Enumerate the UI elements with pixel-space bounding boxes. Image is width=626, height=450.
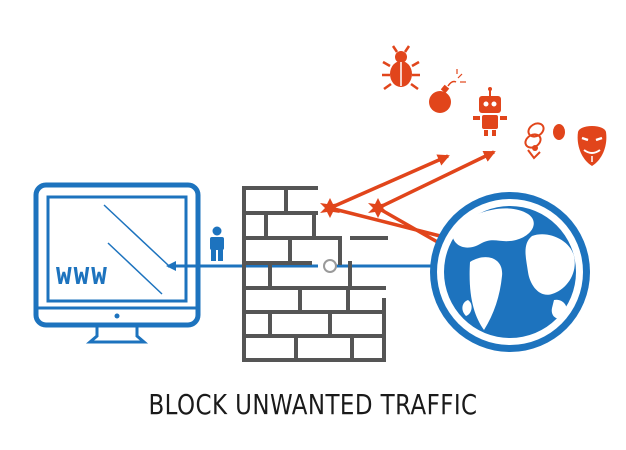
globe-icon [430,192,590,352]
firewall-icon [242,186,388,362]
bomb-icon [429,69,466,113]
screen-text: WWW [56,262,109,292]
firewall-port [323,259,337,273]
caption: BLOCK UNWANTED TRAFFIC [148,388,478,421]
spy-icon [524,122,565,160]
bug-icon [382,45,420,91]
mask-icon [577,126,607,166]
impact-burst [320,198,388,218]
user-icon [210,226,224,261]
robot-icon [473,87,507,136]
monitor-icon: WWW [33,182,201,344]
